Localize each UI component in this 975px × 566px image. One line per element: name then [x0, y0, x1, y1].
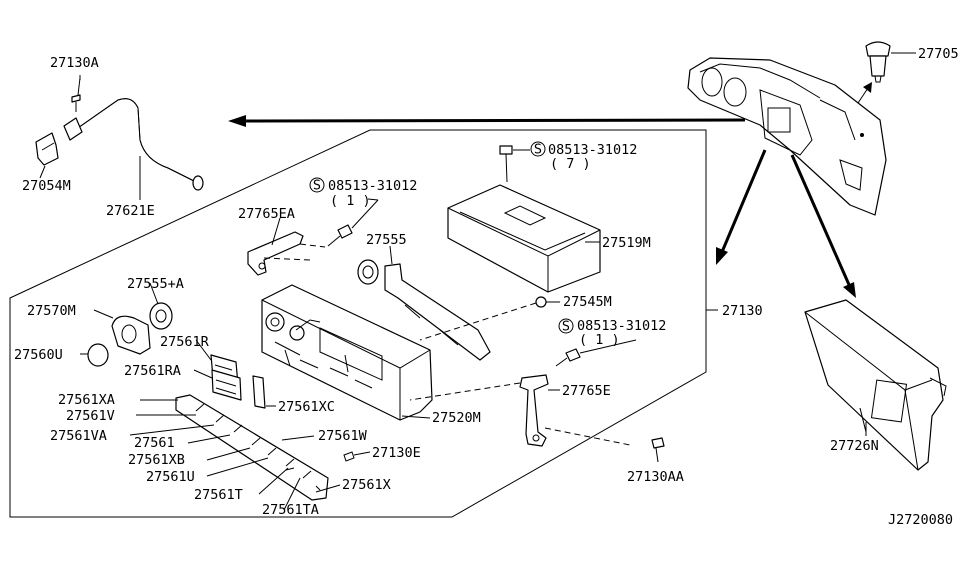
label-27561RA: 27561RA	[124, 363, 181, 379]
screw-08513-31012-b	[499, 145, 530, 183]
label-27130AA: 27130AA	[627, 469, 684, 485]
label-08513-b: 08513-31012	[548, 142, 637, 158]
label-27561X: 27561X	[342, 477, 391, 493]
screw-27545M	[419, 296, 560, 341]
label-27570M: 27570M	[27, 303, 76, 319]
svg-text:S: S	[562, 319, 570, 335]
screw-08513-31012-a	[327, 199, 379, 247]
leader-lines	[39, 75, 867, 511]
label-27520M: 27520M	[432, 410, 481, 426]
label-27561XA: 27561XA	[58, 392, 115, 408]
label-27561T: 27561T	[194, 487, 243, 503]
label-27555: 27555	[366, 232, 407, 248]
label-08513-c-qty: ( 1 )	[579, 332, 620, 348]
part-27555	[357, 259, 491, 361]
part-27560U	[87, 343, 109, 367]
label-27765E: 27765E	[562, 383, 611, 399]
dashboard-illustration	[687, 57, 887, 216]
screw-symbol-a: S	[309, 177, 325, 194]
label-27130: 27130	[722, 303, 763, 319]
label-27519M: 27519M	[602, 235, 651, 251]
part-27705	[865, 41, 916, 83]
label-27130E: 27130E	[372, 445, 421, 461]
label-27561XB: 27561XB	[128, 452, 185, 468]
label-27561: 27561	[134, 435, 175, 451]
bracket-27765EA	[247, 231, 326, 276]
diagram-code: J2720080	[888, 512, 953, 528]
screw-symbol-c: S	[558, 318, 574, 335]
label-27621E: 27621E	[106, 203, 155, 219]
screw-27130AA	[651, 437, 665, 463]
label-27555A: 27555+A	[127, 276, 184, 292]
label-08513-b-qty: ( 7 )	[550, 156, 591, 172]
bracket-27765E	[409, 374, 631, 447]
screw-symbol-b: S	[530, 141, 546, 158]
label-27054M: 27054M	[22, 178, 71, 194]
label-27561W: 27561W	[318, 428, 368, 444]
hose-27621E	[63, 98, 204, 191]
label-27545M: 27545M	[563, 294, 612, 310]
label-27561R: 27561R	[160, 334, 210, 350]
label-27561VA: 27561VA	[50, 428, 107, 444]
svg-text:S: S	[534, 142, 542, 158]
part-27561RA	[211, 369, 242, 401]
part-27519M	[447, 184, 601, 293]
screw-08513-31012-c	[555, 339, 637, 367]
dashboard-arrows	[228, 82, 872, 298]
label-27130A: 27130A	[50, 55, 99, 71]
label-27726N: 27726N	[830, 438, 879, 454]
label-27561V: 27561V	[66, 408, 115, 424]
part-27570M	[111, 315, 151, 355]
part-27726N	[804, 299, 947, 471]
label-08513-c: 08513-31012	[577, 318, 666, 334]
label-27561XC: 27561XC	[278, 399, 335, 415]
svg-text:S: S	[313, 178, 321, 194]
label-08513-a-qty: ( 1 )	[330, 193, 371, 209]
part-labels: 27130A 27054M 27621E 27705 08513-31012 (…	[14, 46, 959, 528]
screw-27130A	[71, 77, 81, 112]
label-27561U: 27561U	[146, 469, 195, 485]
part-27555A	[149, 302, 173, 330]
button-strip	[175, 394, 371, 501]
part-27520M	[261, 284, 433, 421]
label-08513-a: 08513-31012	[328, 178, 417, 194]
label-27705: 27705	[918, 46, 959, 62]
label-27561TA: 27561TA	[262, 502, 319, 518]
label-27765EA: 27765EA	[238, 206, 295, 222]
assembly-frame	[9, 129, 707, 518]
part-27561XC	[252, 375, 266, 409]
label-27560U: 27560U	[14, 347, 63, 363]
part-27054M	[35, 132, 59, 166]
